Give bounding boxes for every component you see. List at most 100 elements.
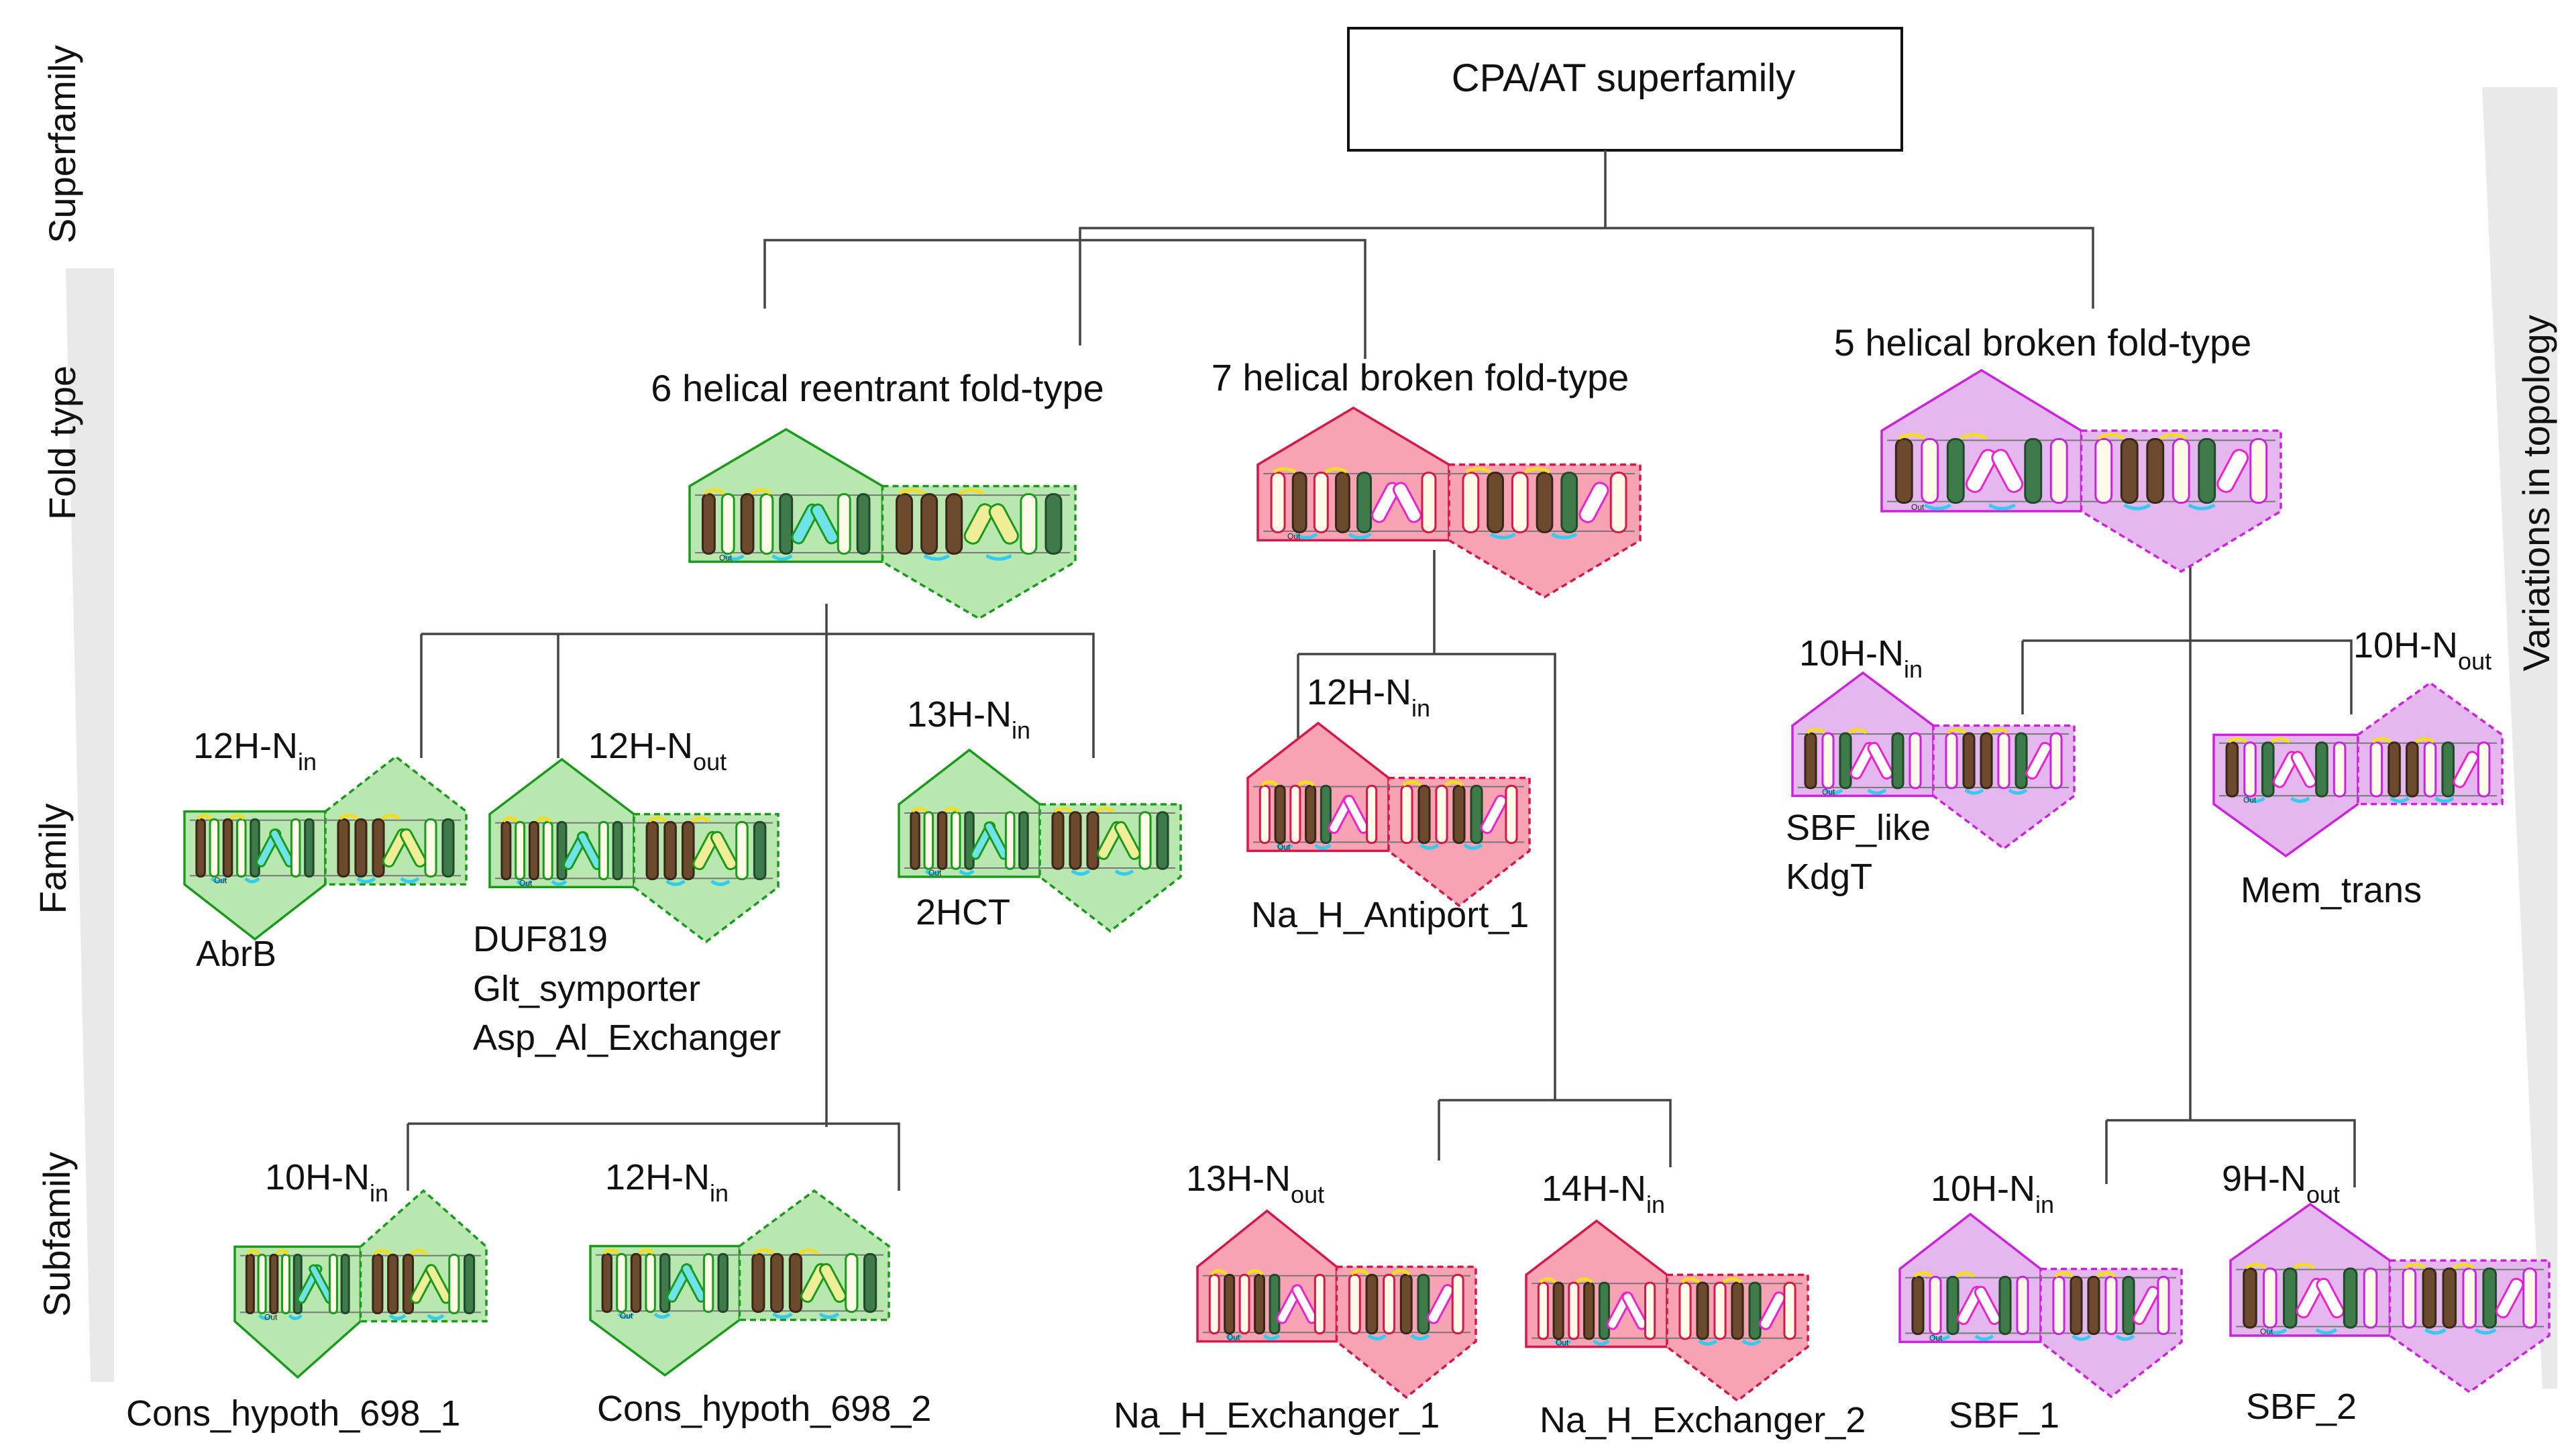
c-terminal-helix [645, 820, 659, 881]
c-terminal-loop-top [753, 1248, 819, 1255]
n-terminal-helix [1568, 1281, 1580, 1340]
n-terminal-loop-top [2245, 1263, 2316, 1270]
n-terminal-loop-top [704, 488, 772, 495]
c-terminal-helix [1560, 472, 1578, 533]
n-terminal-helix [1334, 472, 1350, 533]
n-terminal-helix [2225, 741, 2239, 798]
c-terminal-loop-bottom [1419, 843, 1483, 850]
n-terminal-helix [1208, 1273, 1220, 1335]
n-terminal-helix [702, 1252, 714, 1313]
c-terminal-helix [2104, 1275, 2118, 1336]
c-terminal-helix [1348, 1273, 1361, 1335]
n-terminal-helix [1583, 1281, 1595, 1340]
c-terminal-loop-bottom [1071, 869, 1134, 876]
topology-label-cons1: 10H-Nin [265, 1157, 388, 1207]
c-terminal-helix [2387, 741, 2401, 798]
subfamily-name-nahex1: Na_H_Exchanger_1 [1114, 1395, 1440, 1436]
level-subfamily: Subfamily [36, 1152, 78, 1317]
membrane-side-label: Out [1911, 502, 1925, 512]
c-terminal-helix [751, 1252, 765, 1313]
n-terminal-loop-bottom [1554, 1339, 1610, 1346]
c-terminal-helix [1365, 1273, 1379, 1335]
subfamily-name-cons1: Cons_hypoth_698_1 [126, 1393, 460, 1434]
c-terminal-helix [1417, 1273, 1430, 1335]
n-terminal-helix [340, 1253, 350, 1315]
n-terminal-helix [1313, 472, 1329, 533]
topology-label-cons2: 12H-Nin [605, 1157, 729, 1207]
n-terminal-helix [659, 1252, 671, 1313]
n-terminal-helix [740, 493, 755, 555]
topology-cartoon-sbf2: Out [2229, 1202, 2551, 1394]
c-terminal-helix [2171, 437, 2190, 504]
n-terminal-helix [2343, 1267, 2358, 1329]
c-terminal-helix [920, 493, 938, 555]
n-terminal-loop-bottom [1225, 1334, 1281, 1341]
n-terminal-helix [2332, 741, 2347, 798]
n-terminal-helix [1946, 437, 1965, 504]
n-terminal-helix [290, 818, 301, 878]
c-terminal-loop-top [1947, 728, 2008, 735]
n-terminal-helix [245, 1253, 255, 1315]
n-terminal-helix [1291, 472, 1307, 533]
level-fold-type: Fold type [41, 366, 83, 520]
topology-cartoon-sbf-like: Out [1791, 671, 2076, 851]
c-terminal-helix [818, 1263, 847, 1303]
membrane-side-label: Out [928, 868, 942, 877]
n-terminal-loop-top [1260, 780, 1315, 787]
c-terminal-loop-bottom [2390, 796, 2455, 803]
c-terminal-helix [441, 818, 455, 878]
n-terminal-helix [2261, 741, 2275, 798]
c-terminal-loop-top [2054, 1271, 2116, 1278]
n-terminal-loop-top [911, 806, 960, 813]
c-terminal-helix [1069, 811, 1082, 870]
c-terminal-helix [1138, 811, 1152, 870]
c-terminal-loop-bottom [665, 879, 731, 886]
c-terminal-loop-top [2097, 433, 2188, 440]
c-terminal-helix [1962, 732, 1976, 790]
n-terminal-helix [616, 1252, 627, 1313]
c-terminal-helix [1980, 732, 1993, 790]
topology-label-sbf-like: 10H-Nin [1799, 633, 1923, 683]
c-terminal-helix [1435, 784, 1448, 845]
topology-cartoon-nahex1: Out [1196, 1209, 1477, 1399]
c-terminal-helix [1713, 1281, 1727, 1340]
root-box [1347, 27, 1903, 152]
n-terminal-helix [1998, 1275, 2012, 1336]
n-terminal-helix [601, 1252, 613, 1313]
family-name-glt-symporter: Glt_symporter [473, 969, 700, 1009]
c-terminal-loop-top [1680, 1277, 1742, 1284]
c-terminal-helix [2462, 1267, 2477, 1329]
c-terminal-helix [1452, 784, 1466, 845]
c-terminal-loop-top [2404, 1263, 2475, 1270]
n-terminal-helix [1320, 784, 1332, 845]
n-terminal-helix [1821, 732, 1835, 790]
n-terminal-helix [529, 820, 539, 881]
topology-label-duf: 12H-Nout [588, 726, 727, 775]
n-terminal-helix [598, 820, 609, 881]
n-terminal-helix [1270, 472, 1286, 533]
topology-cartoon-fold-6-helical: Out [688, 427, 1077, 621]
membrane-side-label: Out [519, 878, 533, 888]
c-terminal-helix [735, 820, 749, 881]
n-terminal-loop-bottom [258, 1313, 303, 1321]
connector-fold-7h [1297, 550, 1672, 1167]
topology-label-hct: 13H-Nin [907, 694, 1030, 744]
n-terminal-helix [222, 818, 233, 878]
n-terminal-helix [1552, 1281, 1564, 1340]
c-terminal-helix [399, 828, 427, 868]
c-terminal-loop-top [1350, 1269, 1411, 1276]
n-terminal-helix [1254, 1273, 1265, 1335]
c-terminal-helix [710, 830, 738, 871]
c-terminal-helix [1748, 1281, 1762, 1340]
n-terminal-helix [236, 818, 247, 878]
topology-cartoon-cons1: Out [233, 1189, 488, 1379]
n-terminal-helix [281, 1253, 291, 1315]
c-terminal-helix [663, 820, 677, 881]
n-terminal-helix [1421, 472, 1437, 533]
n-terminal-helix [1356, 472, 1373, 533]
membrane-side-label: Out [1556, 1338, 1569, 1348]
c-terminal-loop-top [1464, 467, 1551, 474]
c-terminal-helix [354, 818, 368, 878]
n-terminal-helix [701, 493, 716, 555]
